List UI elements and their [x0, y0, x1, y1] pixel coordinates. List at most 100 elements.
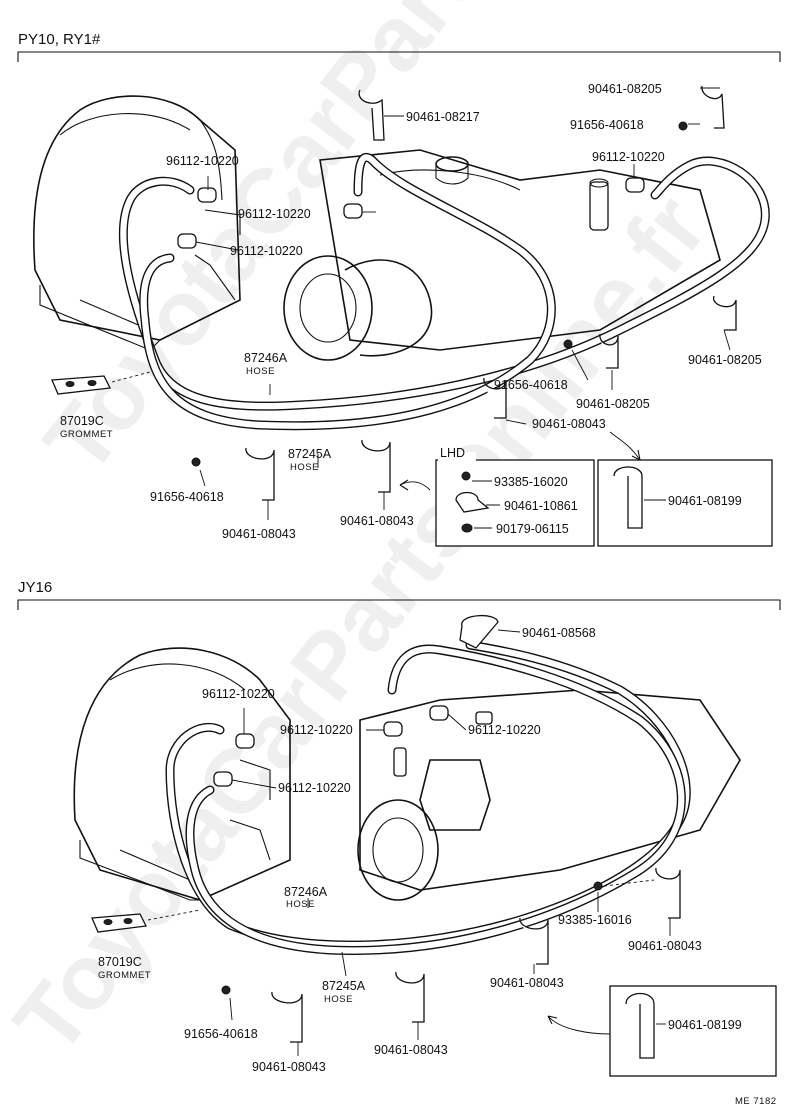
clamps-bottom: [213, 705, 449, 861]
label-90461-08568: 90461-08568: [522, 626, 596, 640]
clips-bottom: [91, 615, 681, 1043]
hose-assembly-top: [118, 153, 770, 431]
label-96112-10220: 96112-10220: [230, 244, 303, 258]
clip-icon: [395, 971, 425, 1023]
clip-icon: [361, 439, 391, 493]
label-hose: HOSE: [286, 899, 315, 910]
label-90461-08043: 90461-08043: [340, 514, 414, 528]
label-90461-08043: 90461-08043: [222, 527, 296, 541]
arrow-icon: [399, 479, 409, 491]
section-bracket-bottom: [17, 599, 781, 610]
label-87245A: 87245A: [288, 447, 332, 461]
clip-icon: [245, 447, 275, 501]
label-90461-08043: 90461-08043: [628, 939, 702, 953]
valve-cover-bottom: [73, 647, 291, 901]
clamp-icon: [197, 187, 217, 203]
lhd-item: 90461-10861: [504, 499, 578, 513]
grommet-icon: [91, 913, 147, 933]
label-90461-08199: 90461-08199: [668, 494, 742, 508]
label-90461-08205: 90461-08205: [588, 82, 662, 96]
nut-icon: [461, 523, 473, 533]
label-90461-08043: 90461-08043: [490, 976, 564, 990]
section-bottom: JY16: [17, 579, 781, 1077]
clips-top: [51, 85, 737, 501]
label-87246A: 87246A: [244, 351, 288, 365]
label-96112-10220: 96112-10220: [166, 154, 239, 168]
label-96112-10220: 96112-10220: [280, 723, 353, 737]
label-grommet: GROMMET: [98, 970, 151, 981]
clip-icon: [358, 89, 385, 141]
labels-bottom: 90461-08568 96112-10220 96112-10220 9611…: [98, 626, 702, 1074]
section-bracket-top: [17, 51, 781, 62]
label-91656-40618: 91656-40618: [570, 118, 644, 132]
label-91656-40618: 91656-40618: [150, 490, 224, 504]
label-87246A: 87246A: [284, 885, 328, 899]
grommet-icon: [51, 375, 111, 395]
clip-icon: [459, 615, 499, 649]
clip-icon: [613, 466, 643, 529]
label-90461-08205: 90461-08205: [688, 353, 762, 367]
clip-icon: [701, 85, 725, 129]
label-90461-08217: 90461-08217: [406, 110, 480, 124]
label-hose: HOSE: [246, 366, 275, 377]
bolt-icon: [461, 471, 471, 481]
clamps-top: [177, 177, 645, 301]
label-90461-08043: 90461-08043: [532, 417, 606, 431]
leaders-bottom: [147, 629, 671, 1056]
section-title-top: PY10, RY1#: [18, 31, 101, 48]
carburetor: [283, 149, 721, 361]
clip-icon: [455, 491, 490, 513]
clip-icon: [271, 991, 303, 1043]
label-grommet: GROMMET: [60, 429, 113, 440]
leaders-top: [111, 87, 731, 520]
section-top: PY10, RY1#: [17, 31, 781, 547]
arrow-icon: [547, 1015, 558, 1025]
clip-icon: [519, 917, 549, 965]
clip-inset-top: 90461-08199: [597, 459, 773, 547]
label-87245A: 87245A: [322, 979, 366, 993]
clip-icon: [713, 295, 737, 331]
lhd-item: 90179-06115: [496, 522, 569, 536]
bolt-icon: [563, 339, 573, 349]
label-96112-10220: 96112-10220: [278, 781, 351, 795]
clip-icon: [655, 867, 681, 919]
label-93385-16016: 93385-16016: [558, 913, 632, 927]
carburetor-bottom: [357, 689, 741, 901]
clamp-icon: [235, 733, 255, 749]
clip-icon: [599, 333, 619, 369]
label-90461-08043: 90461-08043: [252, 1060, 326, 1074]
clamp-icon: [625, 177, 645, 193]
label-91656-40618: 91656-40618: [494, 378, 568, 392]
clamp-icon: [383, 721, 403, 737]
label-91656-40618: 91656-40618: [184, 1027, 258, 1041]
label-96112-10220: 96112-10220: [202, 687, 275, 701]
label-87019C: 87019C: [60, 414, 104, 428]
clip-icon: [483, 377, 507, 419]
label-96112-10220: 96112-10220: [592, 150, 665, 164]
label-90461-08205: 90461-08205: [576, 397, 650, 411]
lhd-item: 93385-16020: [494, 475, 568, 489]
bolt-icon: [191, 457, 201, 467]
section-title-bottom: JY16: [18, 579, 52, 596]
clamp-icon: [343, 203, 363, 219]
label-90461-08043: 90461-08043: [374, 1043, 448, 1057]
bolt-icon: [221, 985, 231, 995]
clamp-icon: [213, 771, 233, 787]
clip-icon: [625, 992, 655, 1059]
label-hose: HOSE: [324, 994, 353, 1005]
label-96112-10220: 96112-10220: [238, 207, 311, 221]
clamp-icon: [429, 705, 449, 721]
labels-top: 90461-08217 90461-08205 91656-40618 9611…: [60, 82, 762, 541]
watermark-bottom: ToyotaCarPartsOnline.fr: [0, 177, 726, 1072]
clamp-icon: [177, 233, 197, 249]
lhd-inset: LHD 93385-16020 90461-10861 90179-06115: [435, 446, 595, 547]
label-96112-10220: 96112-10220: [468, 723, 541, 737]
figure-code: ME 7182: [735, 1096, 777, 1107]
clip-inset-bottom: 90461-08199: [609, 985, 777, 1077]
label-hose: HOSE: [290, 462, 319, 473]
arrow-icon: [631, 449, 641, 461]
label-90461-08199: 90461-08199: [668, 1018, 742, 1032]
lhd-title: LHD: [440, 446, 465, 460]
bolt-icon: [678, 121, 688, 131]
